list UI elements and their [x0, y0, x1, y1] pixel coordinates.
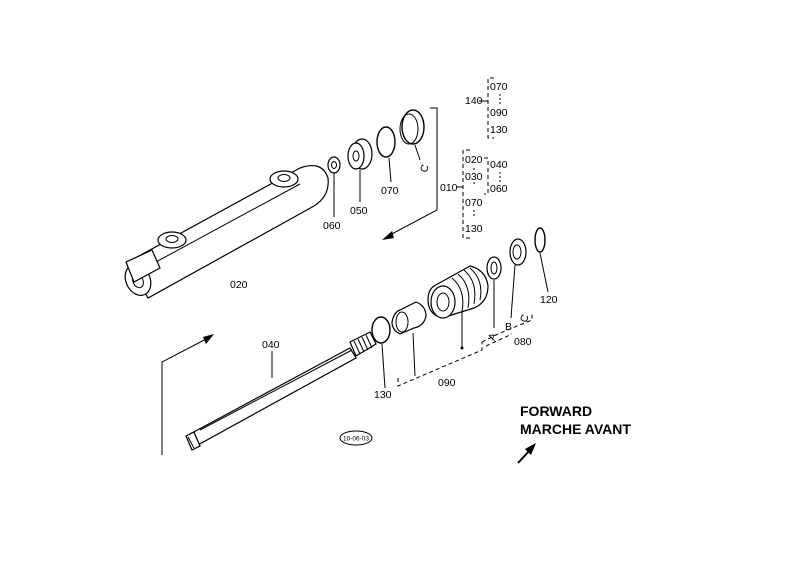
piston-rod — [185, 331, 377, 451]
stamp-text: 10-06-03 — [343, 436, 369, 443]
label-060: 060 — [323, 220, 341, 232]
label-140: 140 — [465, 95, 483, 107]
kit-010-sub-item-1: 040 — [490, 159, 508, 171]
label-040: 040 — [262, 339, 280, 351]
label-020: 020 — [230, 279, 248, 291]
kit-010-item-1: 020 — [465, 154, 483, 166]
upper-assembly-arrow — [382, 107, 438, 240]
kit-140-bracket — [479, 77, 501, 139]
rod-seals — [371, 301, 427, 344]
label-130: 130 — [374, 389, 392, 401]
drawing-stamp: 10-06-03 — [339, 430, 373, 446]
label-c-lower: C — [518, 313, 532, 325]
part-b-seal-shape — [509, 238, 527, 266]
gland-group — [327, 109, 425, 174]
forward-arrow-icon — [517, 443, 536, 464]
piston-body — [427, 227, 546, 319]
label-010: 010 — [440, 182, 458, 194]
lower-leaders — [271, 252, 549, 389]
part-a-seal-shape — [486, 256, 502, 280]
part-130-oring-shape — [371, 316, 391, 344]
label-120: 120 — [540, 294, 558, 306]
label-050: 050 — [350, 205, 368, 217]
kit-140-item-2: 090 — [490, 107, 508, 119]
label-070: 070 — [381, 185, 399, 197]
marche-avant-label: MARCHE AVANT — [520, 421, 631, 437]
label-a: A — [486, 331, 500, 342]
kit-brackets-lower — [397, 312, 533, 387]
upper-leaders — [333, 144, 421, 217]
lower-assembly-arrow — [161, 334, 214, 455]
kit-140-item-1: 070 — [490, 81, 508, 93]
kit-010-sub-item-2: 060 — [490, 183, 508, 195]
part-060-shape — [327, 156, 341, 174]
label-090: 090 — [438, 377, 456, 389]
part-070-oring-shape — [376, 126, 396, 158]
part-c-ring-shape — [401, 109, 425, 145]
cylinder-tube — [124, 165, 329, 299]
forward-label: FORWARD — [520, 403, 592, 419]
label-c-upper: C — [418, 163, 432, 175]
spacer-shape — [391, 301, 427, 335]
kit-140-item-3: 130 — [490, 124, 508, 136]
part-120-snap-ring-shape — [534, 227, 546, 253]
kit-010-item-3: 070 — [465, 197, 483, 209]
kit-010-item-2: 030 — [465, 171, 483, 183]
label-b: B — [505, 321, 512, 333]
kit-010-item-4: 130 — [465, 223, 483, 235]
label-080: 080 — [514, 336, 532, 348]
forward-direction: FORWARD MARCHE AVANT — [517, 403, 631, 464]
kit-010-bracket — [457, 149, 501, 239]
